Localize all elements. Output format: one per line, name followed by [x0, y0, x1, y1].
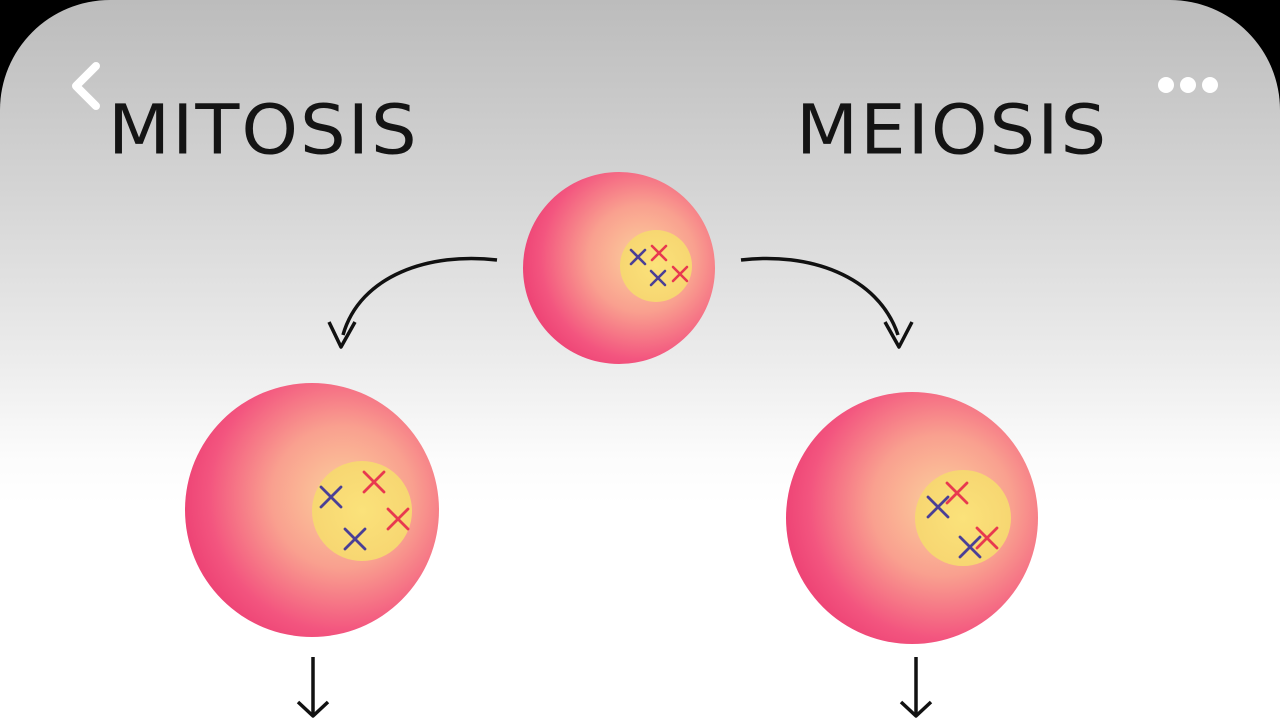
more-horizontal-icon [1158, 77, 1218, 93]
parent-cell [523, 172, 715, 364]
meiosis-down-arrow [899, 657, 933, 718]
more-options-button[interactable] [1150, 62, 1226, 108]
mitosis-cell [185, 383, 439, 637]
arrow-to-mitosis-head [327, 321, 357, 349]
arrow-to-meiosis-head [883, 321, 914, 349]
mitosis-down-arrow [296, 657, 330, 718]
parent-nucleus [620, 230, 692, 302]
chevron-left-icon [72, 62, 100, 110]
mitosis-nucleus [312, 461, 412, 561]
parent-chromosomes [629, 244, 689, 287]
mitosis-title: MITOSIS [108, 89, 419, 170]
arrow-to-mitosis [341, 256, 498, 336]
mitosis-chromosomes [319, 470, 410, 551]
back-button[interactable] [56, 56, 116, 116]
meiosis-chromosomes [926, 481, 999, 559]
meiosis-title: MEIOSIS [796, 89, 1109, 170]
arrow-to-meiosis [740, 256, 900, 336]
meiosis-nucleus [915, 470, 1011, 566]
meiosis-cell [786, 392, 1038, 644]
